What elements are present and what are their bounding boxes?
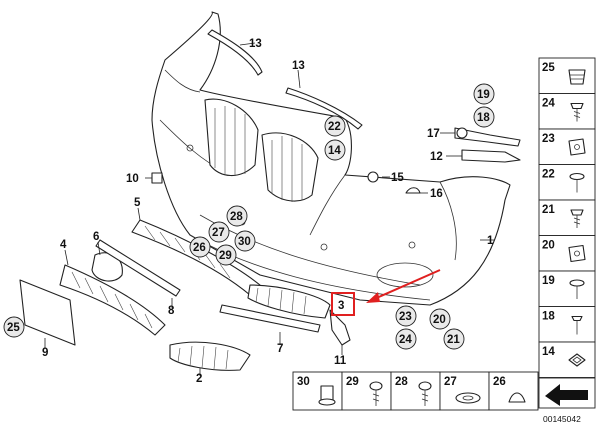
bottom-part-number: 30 [297, 376, 310, 388]
label-part-17: 17 [427, 128, 440, 140]
side-part-cell: 21 [538, 199, 596, 236]
label-part-15: 15 [391, 172, 404, 184]
side-part-cell: 14 [538, 341, 596, 378]
side-part-number: 22 [542, 169, 555, 181]
side-part-cell: 24 [538, 93, 596, 130]
side-part-number: 19 [542, 275, 555, 287]
bottom-part-number: 26 [493, 376, 506, 388]
side-parts-column: 25 24 23 22 21 20 19 18 14 00145042 [538, 57, 596, 424]
label-part-30: 30 [238, 236, 251, 248]
label-part-10: 10 [126, 173, 139, 185]
side-part-cell: 23 [538, 128, 596, 165]
label-part-11: 11 [334, 355, 347, 367]
label-part-22: 22 [328, 121, 341, 133]
label-part-13b: 13 [292, 60, 305, 72]
label-part-8: 8 [168, 305, 175, 317]
label-part-21: 21 [447, 334, 460, 346]
side-part-number: 24 [542, 98, 555, 110]
side-part-number: 23 [542, 133, 555, 145]
label-part-27: 27 [212, 227, 225, 239]
bottom-part-cell: 29 [341, 371, 392, 411]
side-part-cell: 25 [538, 57, 596, 94]
label-part-25: 25 [7, 322, 20, 334]
side-part-number: 25 [542, 62, 555, 74]
leader-lines [44, 42, 495, 376]
label-part-24: 24 [399, 334, 412, 346]
label-part-23: 23 [399, 311, 412, 323]
label-part-4: 4 [60, 239, 67, 251]
label-part-29: 29 [219, 250, 232, 262]
label-part-3: 3 [338, 300, 344, 312]
highlight-arrow [366, 269, 441, 303]
bottom-part-cell: 26 [488, 371, 539, 411]
label-part-26: 26 [193, 242, 206, 254]
label-part-16: 16 [430, 188, 443, 200]
side-part-cell: 20 [538, 235, 596, 272]
bottom-part-cell: 30 [292, 371, 343, 411]
side-part-number: 20 [542, 240, 555, 252]
side-part-cell: 22 [538, 164, 596, 201]
circled-labels: 19 18 22 14 28 27 30 26 29 23 24 20 21 2… [3, 83, 495, 350]
label-part-7: 7 [277, 343, 283, 355]
bottom-part-number: 29 [346, 376, 359, 388]
label-part-12: 12 [430, 151, 443, 163]
label-part-9: 9 [42, 347, 48, 359]
side-part-number: 21 [542, 204, 555, 216]
label-part-19: 19 [477, 89, 490, 101]
label-part-6: 6 [93, 231, 99, 243]
side-part-number: 14 [542, 346, 555, 358]
bottom-part-cell: 28 [390, 371, 441, 411]
highlight-box [331, 292, 355, 316]
label-part-28: 28 [230, 211, 243, 223]
catalog-code: 00145042 [543, 414, 581, 424]
label-part-14: 14 [328, 145, 341, 157]
small-parts-drawing [19, 29, 521, 371]
label-part-1: 1 [487, 235, 494, 247]
bottom-parts-row: 30 29 28 27 26 [292, 371, 539, 411]
label-part-18: 18 [477, 112, 490, 124]
label-part-5: 5 [134, 197, 141, 209]
side-part-cell: 18 [538, 306, 596, 343]
direction-arrow-icon [545, 384, 588, 406]
part-labels: 13 13 10 15 16 17 12 1 5 6 4 8 9 2 7 11 … [42, 38, 494, 385]
label-part-20: 20 [433, 314, 446, 326]
bottom-part-number: 27 [444, 376, 457, 388]
bottom-part-cell: 27 [439, 371, 490, 411]
bottom-part-number: 28 [395, 376, 408, 388]
side-part-number: 18 [542, 311, 555, 323]
side-part-cell: 19 [538, 270, 596, 307]
label-part-2: 2 [196, 373, 202, 385]
label-part-13a: 13 [249, 38, 262, 50]
